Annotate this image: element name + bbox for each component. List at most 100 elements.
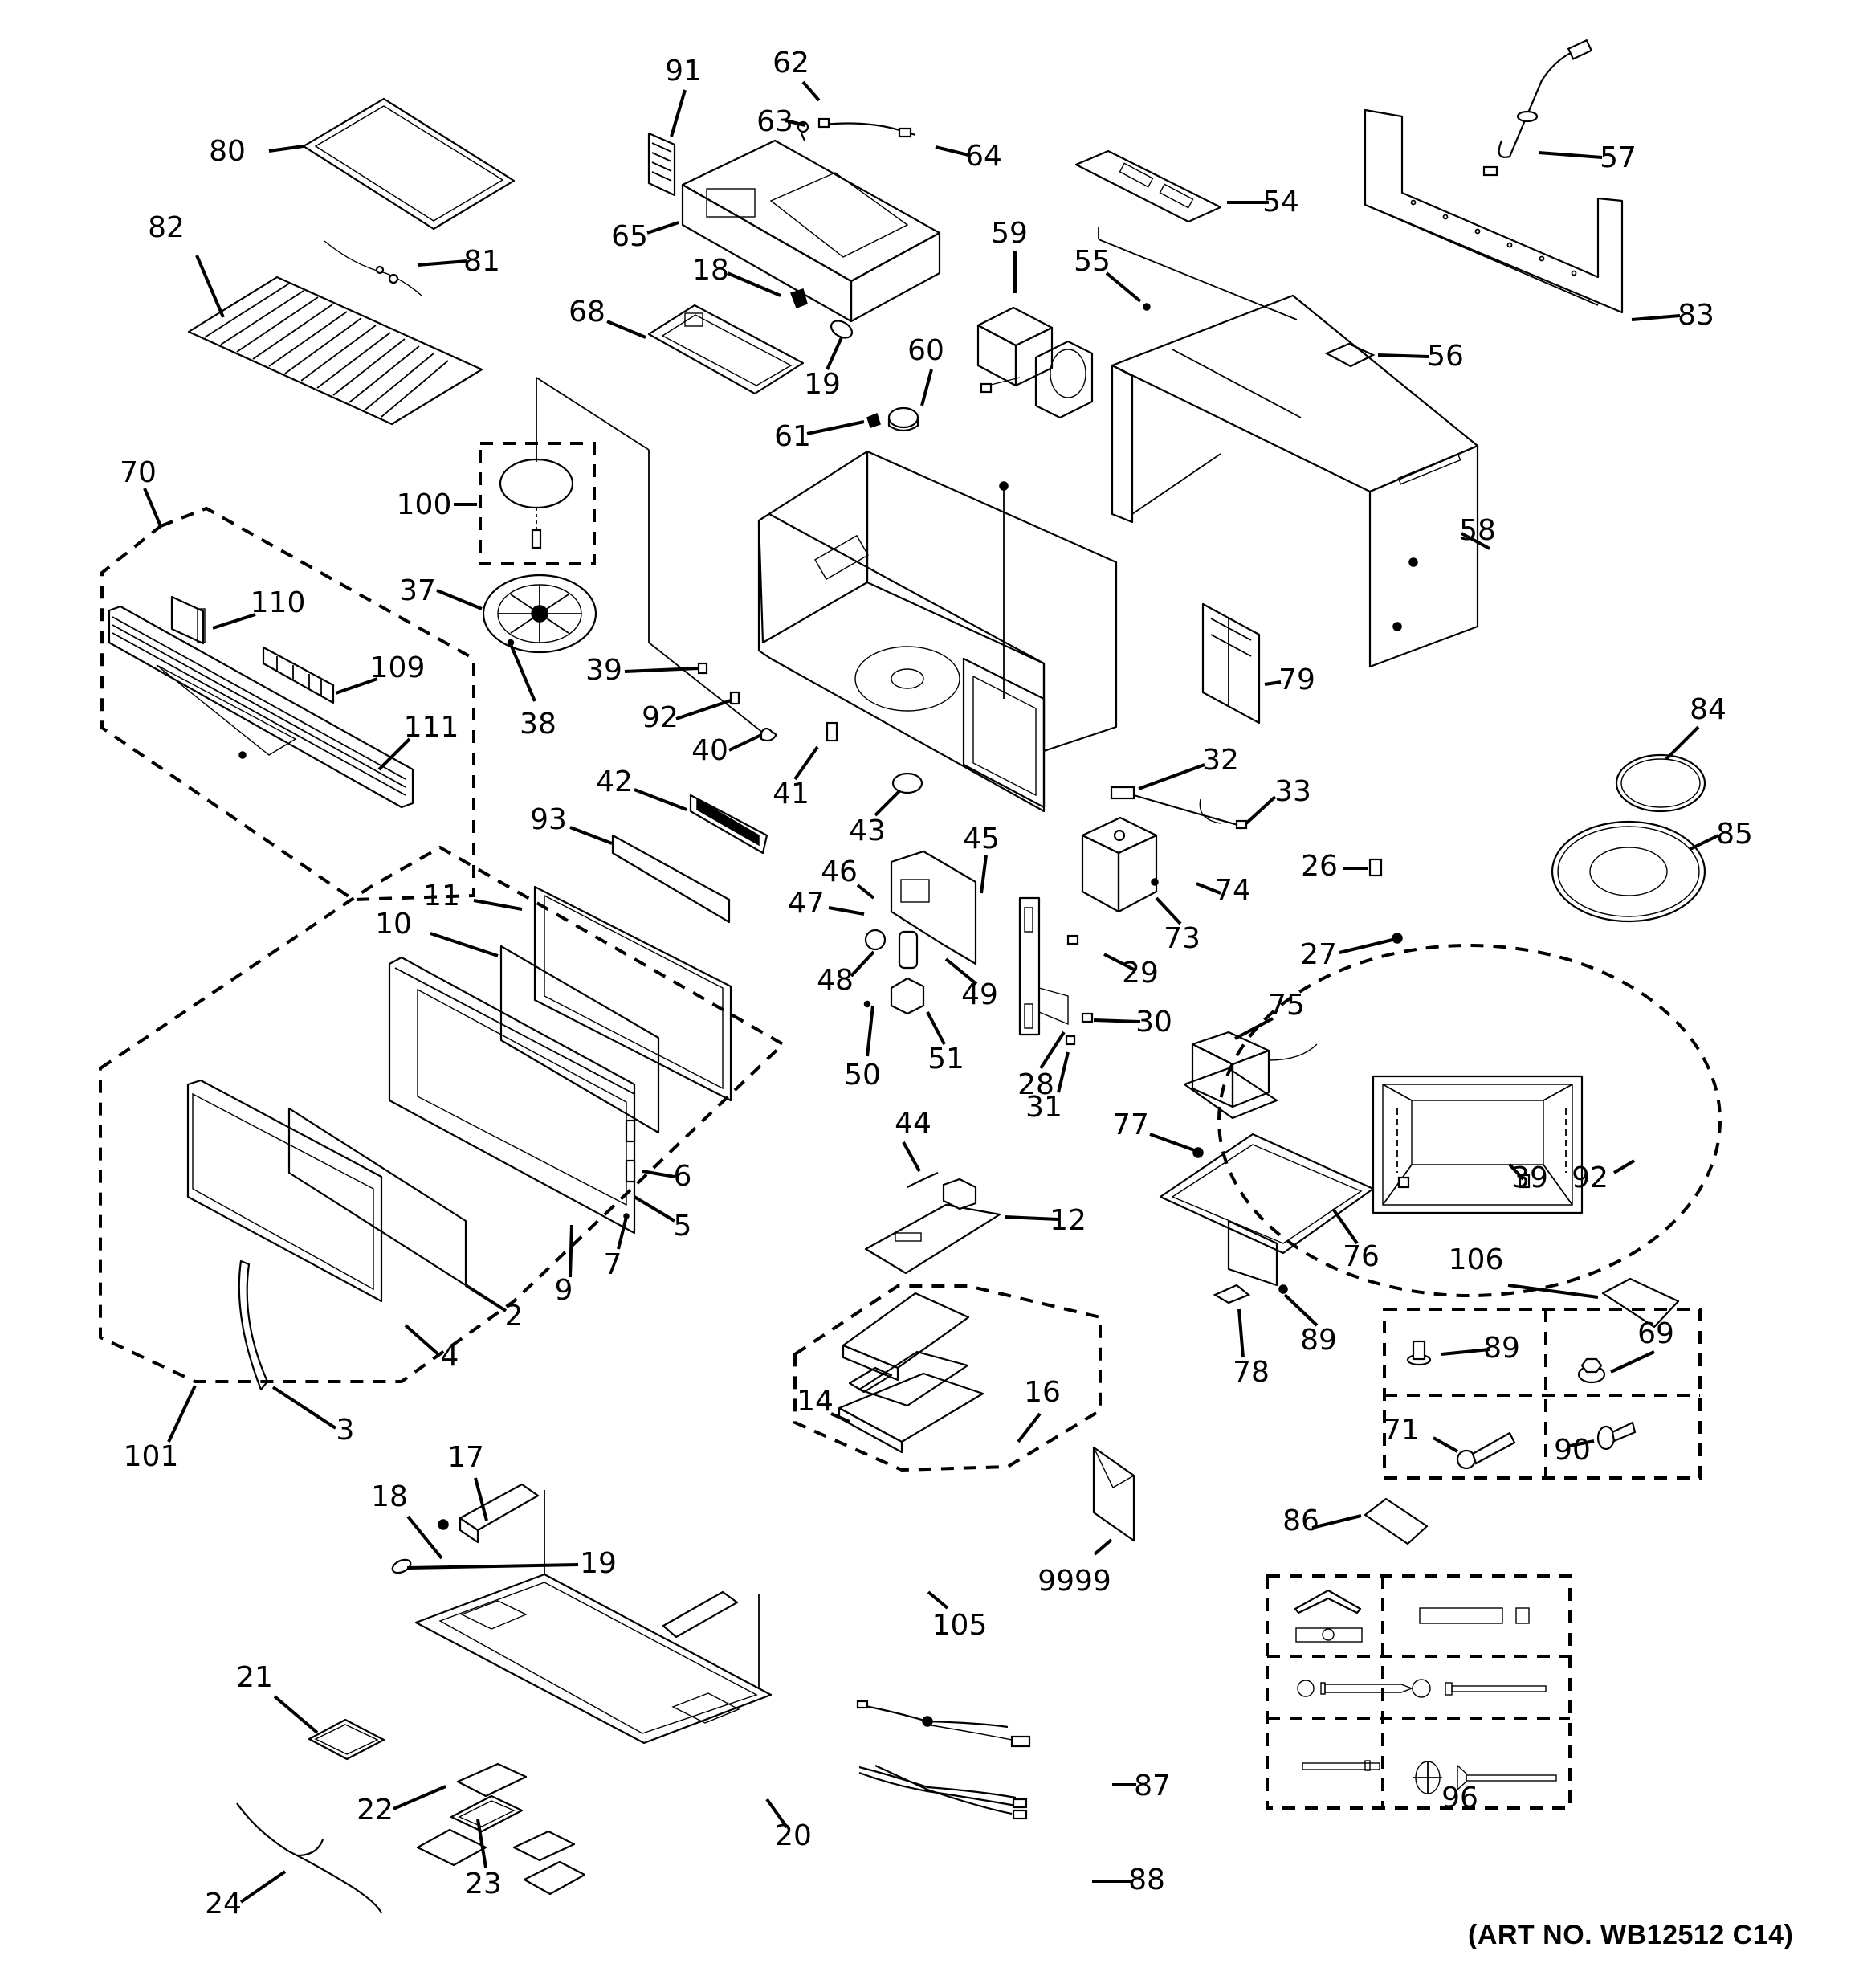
group-70-outline <box>100 506 475 902</box>
part-86-anchor-strip <box>1419 1607 1530 1624</box>
part-41-latch <box>826 721 838 742</box>
callout-label-70: 70 <box>120 456 157 489</box>
callout-label-29: 29 <box>1122 957 1159 990</box>
callout-label-105: 105 <box>932 1609 988 1642</box>
part-96-bolt <box>1413 1761 1557 1794</box>
part-75-transformer <box>1183 1031 1318 1120</box>
part-65-control-bracket <box>681 139 941 323</box>
callout-label-85: 85 <box>1716 818 1753 851</box>
part-80-filter-frame <box>302 97 516 231</box>
part-9999-envelope <box>1092 1446 1135 1542</box>
callout-label-100: 100 <box>397 488 452 521</box>
leader-line-3 <box>271 1386 337 1430</box>
part-71-screw <box>1456 1431 1516 1470</box>
callout-label-54: 54 <box>1262 186 1299 218</box>
leader-line-69 <box>1610 1350 1655 1374</box>
callout-label-23: 23 <box>465 1868 502 1900</box>
leader-line-18 <box>727 271 781 297</box>
callout-label-7: 7 <box>604 1248 622 1281</box>
leader-line-38 <box>508 642 536 702</box>
callout-label-101: 101 <box>124 1440 179 1473</box>
detail-part-92 <box>1519 1174 1531 1189</box>
part-26-switch <box>1368 858 1383 877</box>
part-27-fuse-holder <box>1392 933 1403 944</box>
part-87-harness <box>856 1700 1031 1748</box>
leader-line-37 <box>436 589 483 610</box>
callout-label-33: 33 <box>1274 775 1311 808</box>
leader-line-92 <box>675 699 732 720</box>
part-60-thermal-cutout <box>887 406 919 432</box>
group-100-box <box>479 442 596 565</box>
callout-label-27: 27 <box>1300 938 1337 971</box>
callout-label-89a: 89 <box>1300 1324 1337 1357</box>
part-14-keypad-sheet <box>848 1350 969 1407</box>
leader-line-11 <box>473 899 523 911</box>
leader-line-55 <box>1105 271 1142 303</box>
callout-label-40: 40 <box>691 734 728 767</box>
callout-label-9999: 9999 <box>1037 1565 1111 1598</box>
leader-line-30 <box>1093 1018 1141 1023</box>
leader-line-49 <box>944 957 978 986</box>
part-23-lens-holder <box>450 1794 524 1833</box>
callout-label-89: 89 <box>1483 1332 1520 1365</box>
callout-label-87: 87 <box>1134 1770 1171 1802</box>
callout-label-22: 22 <box>357 1794 393 1827</box>
callout-label-84: 84 <box>1690 693 1726 726</box>
leader-line-29 <box>1103 953 1135 971</box>
part-24-wire-harness <box>236 1802 383 1914</box>
group-105-outline <box>793 1284 1102 1472</box>
callout-label-86: 86 <box>1282 1504 1319 1537</box>
part-32-33-wiring <box>1110 786 1248 830</box>
leader-line-78 <box>1237 1308 1245 1358</box>
leader-line-27 <box>1339 938 1393 954</box>
part-17-lamp-housing-right <box>662 1590 739 1639</box>
part-61-thermostat <box>866 412 881 428</box>
leader-line-19b <box>406 1563 579 1570</box>
callout-label-45: 45 <box>963 823 1000 855</box>
part-82-rack <box>187 276 483 426</box>
leader-line-22 <box>393 1785 446 1810</box>
leader-line-63 <box>785 119 806 127</box>
leader-line-57 <box>1538 151 1603 159</box>
leader-line-47 <box>828 906 865 916</box>
part-12-power-board <box>864 1178 1001 1275</box>
leader-line-105 <box>927 1590 949 1610</box>
leader-line-106 <box>1507 1284 1599 1299</box>
callout-label-81: 81 <box>463 245 500 278</box>
callout-label-93: 93 <box>530 803 567 836</box>
callout-label-20: 20 <box>775 1819 812 1852</box>
guide-line-cavity <box>536 377 650 451</box>
leader-line-9999 <box>1093 1538 1113 1556</box>
part-28-latch-board <box>1018 896 1069 1036</box>
callout-label-106: 106 <box>1449 1243 1504 1276</box>
part-83-mounting-plate <box>1364 108 1624 314</box>
leader-line-79 <box>1264 680 1282 686</box>
part-49-capacitor <box>898 930 919 970</box>
leader-line-80 <box>268 145 304 153</box>
callout-label-12: 12 <box>1050 1204 1086 1237</box>
leader-line-6 <box>642 1170 675 1178</box>
callout-label-82: 82 <box>148 211 185 244</box>
callout-label-79: 79 <box>1278 663 1315 696</box>
callout-label-57: 57 <box>1600 141 1637 174</box>
callout-label-51: 51 <box>927 1043 964 1076</box>
part-110-filter-clip <box>170 595 206 645</box>
callout-label-5: 5 <box>674 1210 692 1243</box>
callout-label-4: 4 <box>441 1340 459 1373</box>
leader-line-56 <box>1377 353 1430 358</box>
callout-label-24: 24 <box>205 1888 242 1921</box>
part-78-bracket <box>1213 1284 1251 1304</box>
part-105-top-frame <box>842 1292 970 1382</box>
callout-label-75: 75 <box>1268 989 1305 1022</box>
callout-label-60: 60 <box>907 334 944 367</box>
callout-label-3: 3 <box>336 1414 355 1447</box>
part-40-coupler <box>760 727 777 742</box>
detail-part-39 <box>1397 1176 1410 1189</box>
part-76-base-plate <box>1159 1133 1375 1287</box>
part-88-harness <box>858 1765 1028 1820</box>
part-17-lamp-housing <box>459 1483 540 1544</box>
callout-label-78: 78 <box>1233 1356 1270 1389</box>
leader-line-31 <box>1057 1051 1070 1093</box>
part-44-wire <box>907 1171 939 1188</box>
